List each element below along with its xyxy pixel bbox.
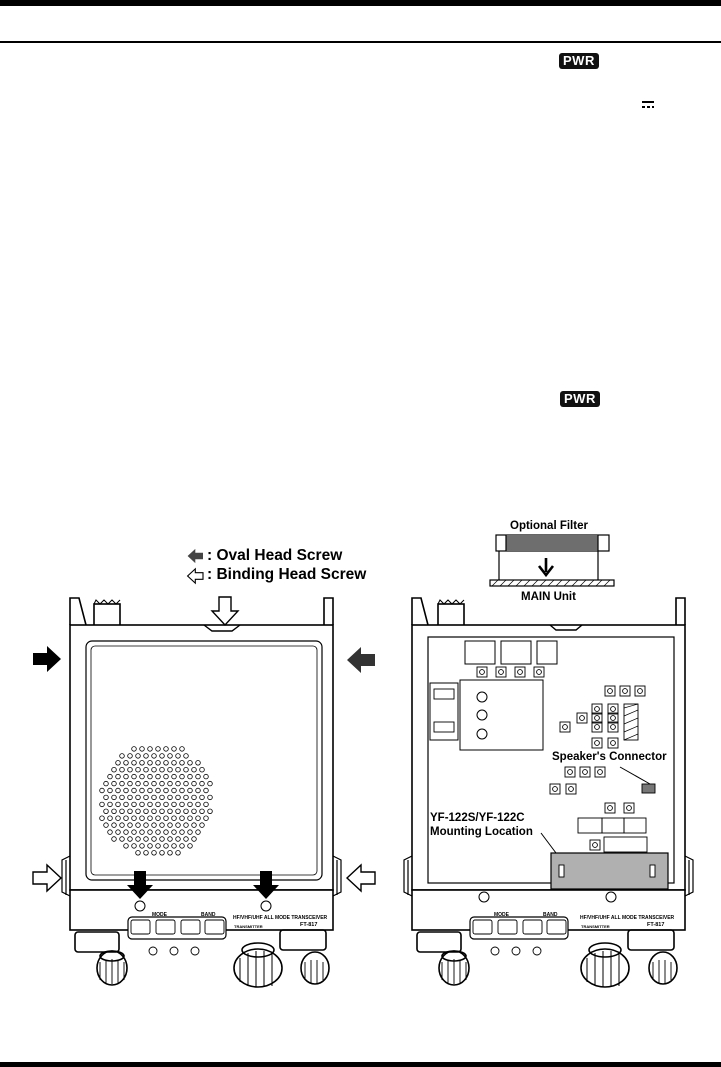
header-rule <box>0 41 721 43</box>
binding-legend-arrow-icon <box>186 567 204 585</box>
binding-legend-text: : Binding Head Screw <box>207 566 367 583</box>
left-model-line: HF/VHF/UHF ALL MODE TRANSCEIVER <box>233 915 328 921</box>
pwr-badge-top: PWR <box>559 53 599 69</box>
filter-diagram <box>489 534 615 587</box>
dc-symbol-icon <box>642 101 654 108</box>
binding-screw-arrow-left <box>32 864 62 892</box>
main-unit-label: MAIN Unit <box>521 591 576 603</box>
binding-screw-arrow-top <box>211 596 239 626</box>
mount-label-line2: Mounting Location <box>430 826 533 838</box>
left-radio-body <box>61 597 342 988</box>
legend-icons <box>186 548 204 585</box>
right-radio-body <box>403 597 694 988</box>
left-band-label: BAND <box>201 912 216 918</box>
filter-title: Optional Filter <box>510 520 588 532</box>
oval-legend-arrow-icon <box>187 548 203 564</box>
right-model: FT-817 <box>647 922 664 928</box>
screw-legend: : Oval Head Screw : Binding Head Screw <box>187 546 366 584</box>
left-tune-label: TRANSMITTER <box>234 924 263 929</box>
oval-screw-arrow-left <box>33 646 61 672</box>
right-mode-label: MODE <box>494 912 510 918</box>
mount-label-line1: YF-122S/YF-122C <box>430 812 525 824</box>
left-model: FT-817 <box>300 922 317 928</box>
right-model-line: HF/VHF/UHF ALL MODE TRANSCEIVER <box>580 915 675 921</box>
speaker-connector-label: Speaker's Connector <box>552 751 667 763</box>
right-band-label: BAND <box>543 912 558 918</box>
bottom-rule <box>0 1062 721 1067</box>
binding-screw-arrow-right <box>346 864 376 892</box>
oval-screw-arrow-right <box>347 647 375 673</box>
right-tune-label: TRANSMITTER <box>581 924 610 929</box>
left-mode-label: MODE <box>152 912 168 918</box>
pwr-badge-middle: PWR <box>560 391 600 407</box>
speaker-grille <box>99 746 213 856</box>
top-rule <box>0 0 721 6</box>
oval-legend-text: : Oval Head Screw <box>207 547 343 564</box>
